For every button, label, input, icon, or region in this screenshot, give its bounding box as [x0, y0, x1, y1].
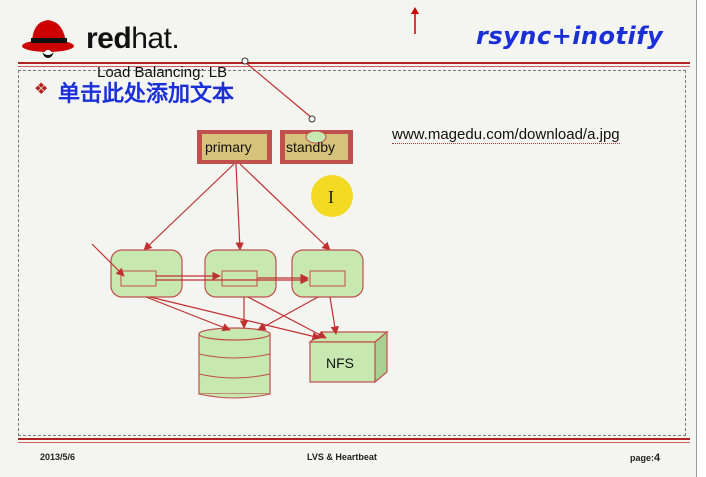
nfs-label: NFS — [326, 355, 354, 371]
annotation-end-handle — [308, 115, 316, 123]
standby-label: standby — [286, 139, 335, 155]
text-cursor-icon: I — [328, 187, 334, 207]
text-placeholder-box[interactable] — [18, 70, 686, 436]
bullet-diamond-icon: ❖ — [34, 81, 49, 98]
primary-node[interactable]: primary — [197, 130, 272, 164]
real-server-1[interactable] — [110, 249, 183, 298]
redhat-wordmark: redhat. — [86, 22, 180, 55]
primary-label: primary — [205, 139, 252, 155]
download-url-text: www.magedu.com/download/a.jpg — [392, 126, 620, 144]
footer-divider-thin — [18, 442, 690, 443]
standby-node[interactable]: standby — [280, 130, 353, 164]
footer-date: 2013/5/6 — [40, 452, 76, 462]
footer-title: LVS & Heartbeat — [307, 452, 377, 462]
footer-page-number: page:4 — [630, 452, 661, 464]
real-server-3[interactable] — [291, 249, 364, 298]
placeholder-heading[interactable]: 单击此处添加文本 — [58, 82, 235, 107]
window-right-edge — [696, 0, 706, 477]
header-divider — [18, 62, 690, 64]
cursor-highlight — [311, 175, 353, 217]
database-storage[interactable] — [198, 327, 271, 399]
redhat-shadowman-logo-icon — [22, 20, 74, 58]
deck-title: rsync+inotify — [476, 22, 664, 50]
annotation-pointer-line — [244, 61, 313, 119]
nfs-storage-node[interactable]: NFS — [308, 330, 389, 384]
real-server-2[interactable] — [204, 249, 277, 298]
footer-divider — [18, 438, 690, 440]
header-divider-thin — [18, 66, 690, 67]
load-balancing-label: Load Balancing: LB — [97, 64, 228, 81]
annotation-start-handle — [241, 57, 249, 65]
arrow-up-icon — [411, 7, 419, 34]
